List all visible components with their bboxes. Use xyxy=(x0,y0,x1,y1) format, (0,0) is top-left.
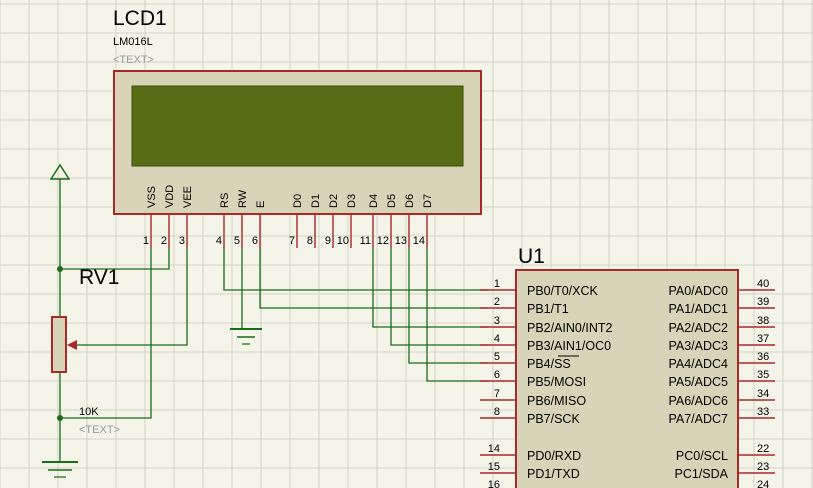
mcu-pin-label: PA0/ADC0 xyxy=(668,284,728,298)
lcd-screen xyxy=(131,85,464,167)
lcd-pin-number: 5 xyxy=(234,235,240,247)
lcd-pin-number: 11 xyxy=(360,235,371,247)
lcd-pin-number: 14 xyxy=(413,235,425,247)
mcu-pin-number: 4 xyxy=(494,333,500,345)
mcu-pin-number: 35 xyxy=(757,369,769,381)
mcu-pin-label: PC0/SCL xyxy=(676,449,728,463)
wires xyxy=(57,179,488,462)
lcd-pin-name: VDD xyxy=(164,185,176,208)
mcu-pin-number: 40 xyxy=(757,278,769,290)
lcd-pin-number: 2 xyxy=(161,235,167,247)
mcu-pin-number: 24 xyxy=(757,479,769,488)
mcu-pin-label: PD0/RXD xyxy=(527,449,581,463)
mcu-pin-number: 8 xyxy=(494,406,500,418)
lcd-reference: LCD1 xyxy=(113,7,167,30)
mcu-pin-label: PB2/AIN0/INT2 xyxy=(527,321,612,335)
mcu-pin-number: 14 xyxy=(488,443,500,455)
mcu-pin-label: PA5/ADC5 xyxy=(668,375,728,389)
mcu-pin-label: PA6/ADC6 xyxy=(668,394,728,408)
power-supply-icon xyxy=(49,163,71,180)
lcd-pin-name: E xyxy=(255,201,267,208)
lcd-pin-number: 1 xyxy=(143,235,149,247)
mcu-pin-label: PA3/ADC3 xyxy=(668,339,728,353)
mcu-pin-label: PD1/TXD xyxy=(527,467,580,481)
mcu-pin-number: 15 xyxy=(488,461,500,473)
lcd-pin-name: D4 xyxy=(368,194,380,208)
mcu-pin-label: PA2/ADC2 xyxy=(668,321,728,335)
mcu-pin-number: 16 xyxy=(488,479,500,488)
lcd-pin-name: RW xyxy=(237,189,249,208)
lcd-pin-number: 13 xyxy=(395,235,407,247)
lcd-pin-number: 8 xyxy=(307,235,313,247)
mcu-pin-number: 5 xyxy=(494,351,500,363)
lcd-pin-number: 3 xyxy=(179,235,185,247)
mcu-pin-number: 23 xyxy=(757,461,769,473)
lcd-text-placeholder: <TEXT> xyxy=(113,54,154,66)
lcd-pin-name: D2 xyxy=(328,194,340,208)
mcu-pin-label: PA1/ADC1 xyxy=(668,302,728,316)
lcd-pin-number: 9 xyxy=(325,235,331,247)
lcd-pin-name: D3 xyxy=(346,194,358,208)
lcd-pin-number: 12 xyxy=(377,235,389,247)
mcu-pin-number: 6 xyxy=(494,369,500,381)
mcu-pin-number: 37 xyxy=(757,333,769,345)
lcd-pin-name: D6 xyxy=(404,194,416,208)
mcu-pin-number: 33 xyxy=(757,406,769,418)
lcd-pin-name: D7 xyxy=(422,194,434,208)
lcd-pin-name: D0 xyxy=(292,194,304,208)
mcu-pin-label: PB0/T0/XCK xyxy=(527,284,599,298)
mcu-pin-label: PC1/SDA xyxy=(675,467,729,481)
mcu-pin-label: PB4/SS xyxy=(527,357,571,371)
pot-reference: RV1 xyxy=(79,266,119,289)
mcu-pin-label: PB5/MOSI xyxy=(527,375,586,389)
lcd-pin-name: D5 xyxy=(386,194,398,208)
mcu-pin-label: PB1/T1 xyxy=(527,302,569,316)
lcd-pin-number: 6 xyxy=(252,235,258,247)
mcu-pin-label: PA7/ADC7 xyxy=(668,412,728,426)
lcd-component[interactable]: LCD1 LM016L <TEXT> VSS 1 VDD 2 VEE 3 RS 4 RW 5 E 6 D… xyxy=(113,7,482,248)
lcd-model: LM016L xyxy=(113,36,153,48)
pot-text-placeholder: <TEXT> xyxy=(79,424,120,436)
mcu-pin-number: 1 xyxy=(494,278,500,290)
mcu-pin-number: 22 xyxy=(757,443,769,455)
mcu-reference: U1 xyxy=(518,245,545,268)
lcd-pin-number: 10 xyxy=(337,235,349,247)
mcu-pin-number: 2 xyxy=(494,296,500,308)
mcu-pin-number: 39 xyxy=(757,296,769,308)
lcd-pin-name: D1 xyxy=(310,194,322,208)
ground-icon xyxy=(42,461,78,478)
lcd-pin-name: RS xyxy=(219,193,231,208)
mcu-pin-number: 38 xyxy=(757,315,769,327)
pot-wiper-arrow-icon xyxy=(67,340,77,350)
lcd-pin-number: 4 xyxy=(216,235,222,247)
mcu-pin-label: PA4/ADC4 xyxy=(668,357,728,371)
mcu-pin-number: 3 xyxy=(494,315,500,327)
mcu-pin-label: PB7/SCK xyxy=(527,412,580,426)
lcd-pin-name: VEE xyxy=(182,186,194,208)
lcd-pin-number: 7 xyxy=(289,235,295,247)
ground-icon xyxy=(230,328,262,345)
mcu-pin-number: 36 xyxy=(757,351,769,363)
mcu-pin-label: PB3/AIN1/OC0 xyxy=(527,339,611,353)
mcu-pin-number: 34 xyxy=(757,388,769,400)
mcu-pin-label: PB6/MISO xyxy=(527,394,586,408)
lcd-pin-name: VSS xyxy=(146,186,158,208)
potentiometer-component[interactable]: RV1 10K <TEXT> xyxy=(51,266,120,436)
mcu-body xyxy=(515,269,739,488)
pot-value: 10K xyxy=(79,406,99,418)
lcd-pins: VSS 1 VDD 2 VEE 3 RS 4 RW 5 E 6 D0 7 D1 8 D2 9 D3 10 D4 11 D5 1… xyxy=(143,185,434,248)
mcu-pin-number: 7 xyxy=(494,388,500,400)
pot-body xyxy=(51,316,67,373)
